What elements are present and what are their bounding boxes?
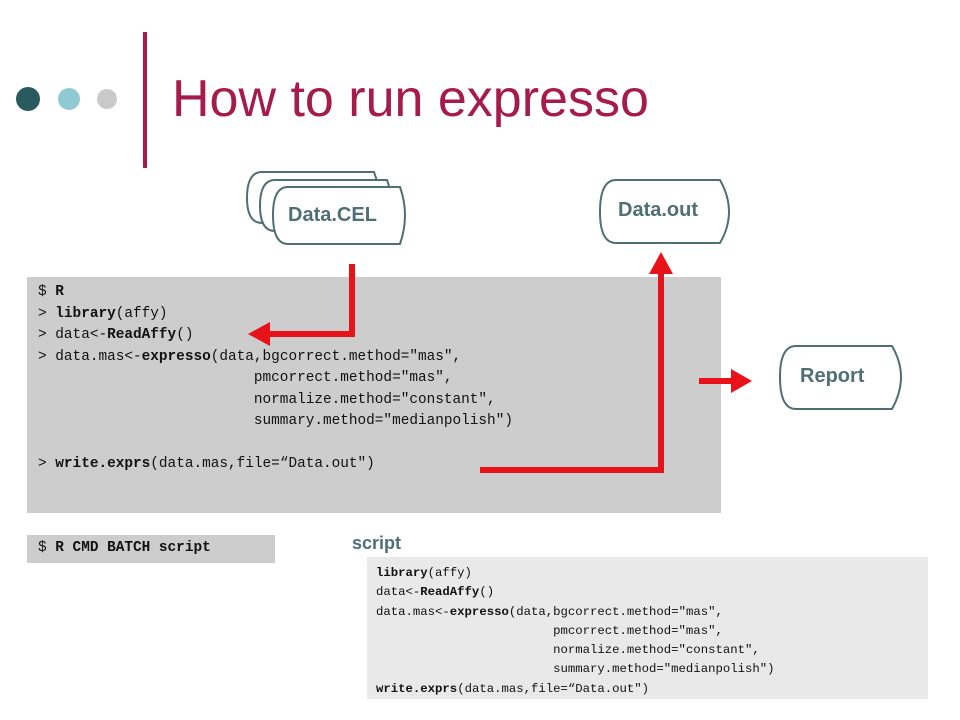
code-text: (data,bgcorrect.method="mas", (210, 348, 462, 365)
batch-prompt: $ (38, 540, 56, 556)
header-dot-dark (16, 87, 40, 111)
code-text: () (479, 585, 495, 600)
batch-command-code: $ R CMD BATCH script (38, 538, 211, 559)
slide-title: How to run expresso (172, 70, 649, 128)
read-arrow-head (248, 322, 270, 346)
line-prompt: > (38, 305, 56, 322)
code-function: ReadAffy (107, 327, 177, 343)
report-arrow (699, 369, 752, 393)
header-dot-teal (58, 88, 80, 110)
line-prompt: > (38, 348, 56, 365)
script-file-box: library(affy) data<-ReadAffy() data.mas<… (367, 557, 928, 699)
code-continuation: normalize.method="constant", (38, 391, 496, 408)
code-continuation: summary.method="medianpolish") (38, 413, 513, 429)
batch-command-box: $ R CMD BATCH script (27, 535, 275, 563)
code-function: library (376, 566, 428, 580)
code-text: (data,bgcorrect.method="mas", (508, 604, 723, 619)
code-text: data<- (55, 327, 108, 343)
code-function: write.exprs (376, 681, 458, 696)
code-text: data.mas<- (55, 348, 142, 365)
code-continuation: summary.method="medianpolish") (376, 662, 775, 677)
data-cel-sheet-front (271, 186, 406, 245)
data-cel-stack (245, 171, 406, 245)
code-text: (affy) (427, 566, 472, 580)
data-out-shape (598, 179, 730, 244)
write-arrow (480, 252, 673, 473)
code-text: () (176, 327, 194, 343)
code-continuation: normalize.method="constant", (376, 643, 760, 658)
code-text: (data.mas,file=“Data.out") (150, 456, 375, 472)
batch-command: R CMD BATCH script (55, 540, 211, 556)
title-accent-bar (143, 32, 147, 168)
code-text: data<- (376, 585, 421, 600)
code-function: library (55, 305, 116, 322)
write-arrow-head (649, 252, 673, 274)
r-console-code: $ R > library(affy) > data<-ReadAffy() >… (38, 282, 513, 476)
code-text: data.mas<- (376, 604, 450, 619)
code-function: write.exprs (55, 456, 151, 472)
r-console-box: $ R > library(affy) > data<-ReadAffy() >… (27, 277, 721, 513)
console-prompt: $ (38, 284, 56, 300)
report-label: Report (800, 365, 865, 387)
script-code: library(affy) data<-ReadAffy() data.mas<… (376, 564, 774, 699)
report-arrow-head (731, 369, 752, 393)
line-prompt: > (38, 456, 56, 472)
code-text: (affy) (115, 305, 168, 322)
code-text: (data.mas,file=“Data.out") (457, 681, 650, 696)
code-function: expresso (449, 604, 509, 619)
report-shape (778, 345, 902, 410)
line-prompt: > (38, 327, 56, 343)
code-function: ReadAffy (420, 585, 480, 600)
code-function: expresso (141, 348, 211, 365)
read-arrow (248, 264, 355, 346)
code-continuation: pmcorrect.method="mas", (38, 370, 453, 386)
script-label: script (352, 533, 402, 553)
data-out-label: Data.out (618, 199, 698, 221)
code-continuation: pmcorrect.method="mas", (376, 623, 723, 638)
write-arrow-line (480, 272, 664, 473)
data-cel-label: Data.CEL (288, 204, 377, 226)
header-dot-gray (97, 89, 117, 109)
console-command: R (55, 284, 64, 300)
read-arrow-line (268, 264, 355, 337)
